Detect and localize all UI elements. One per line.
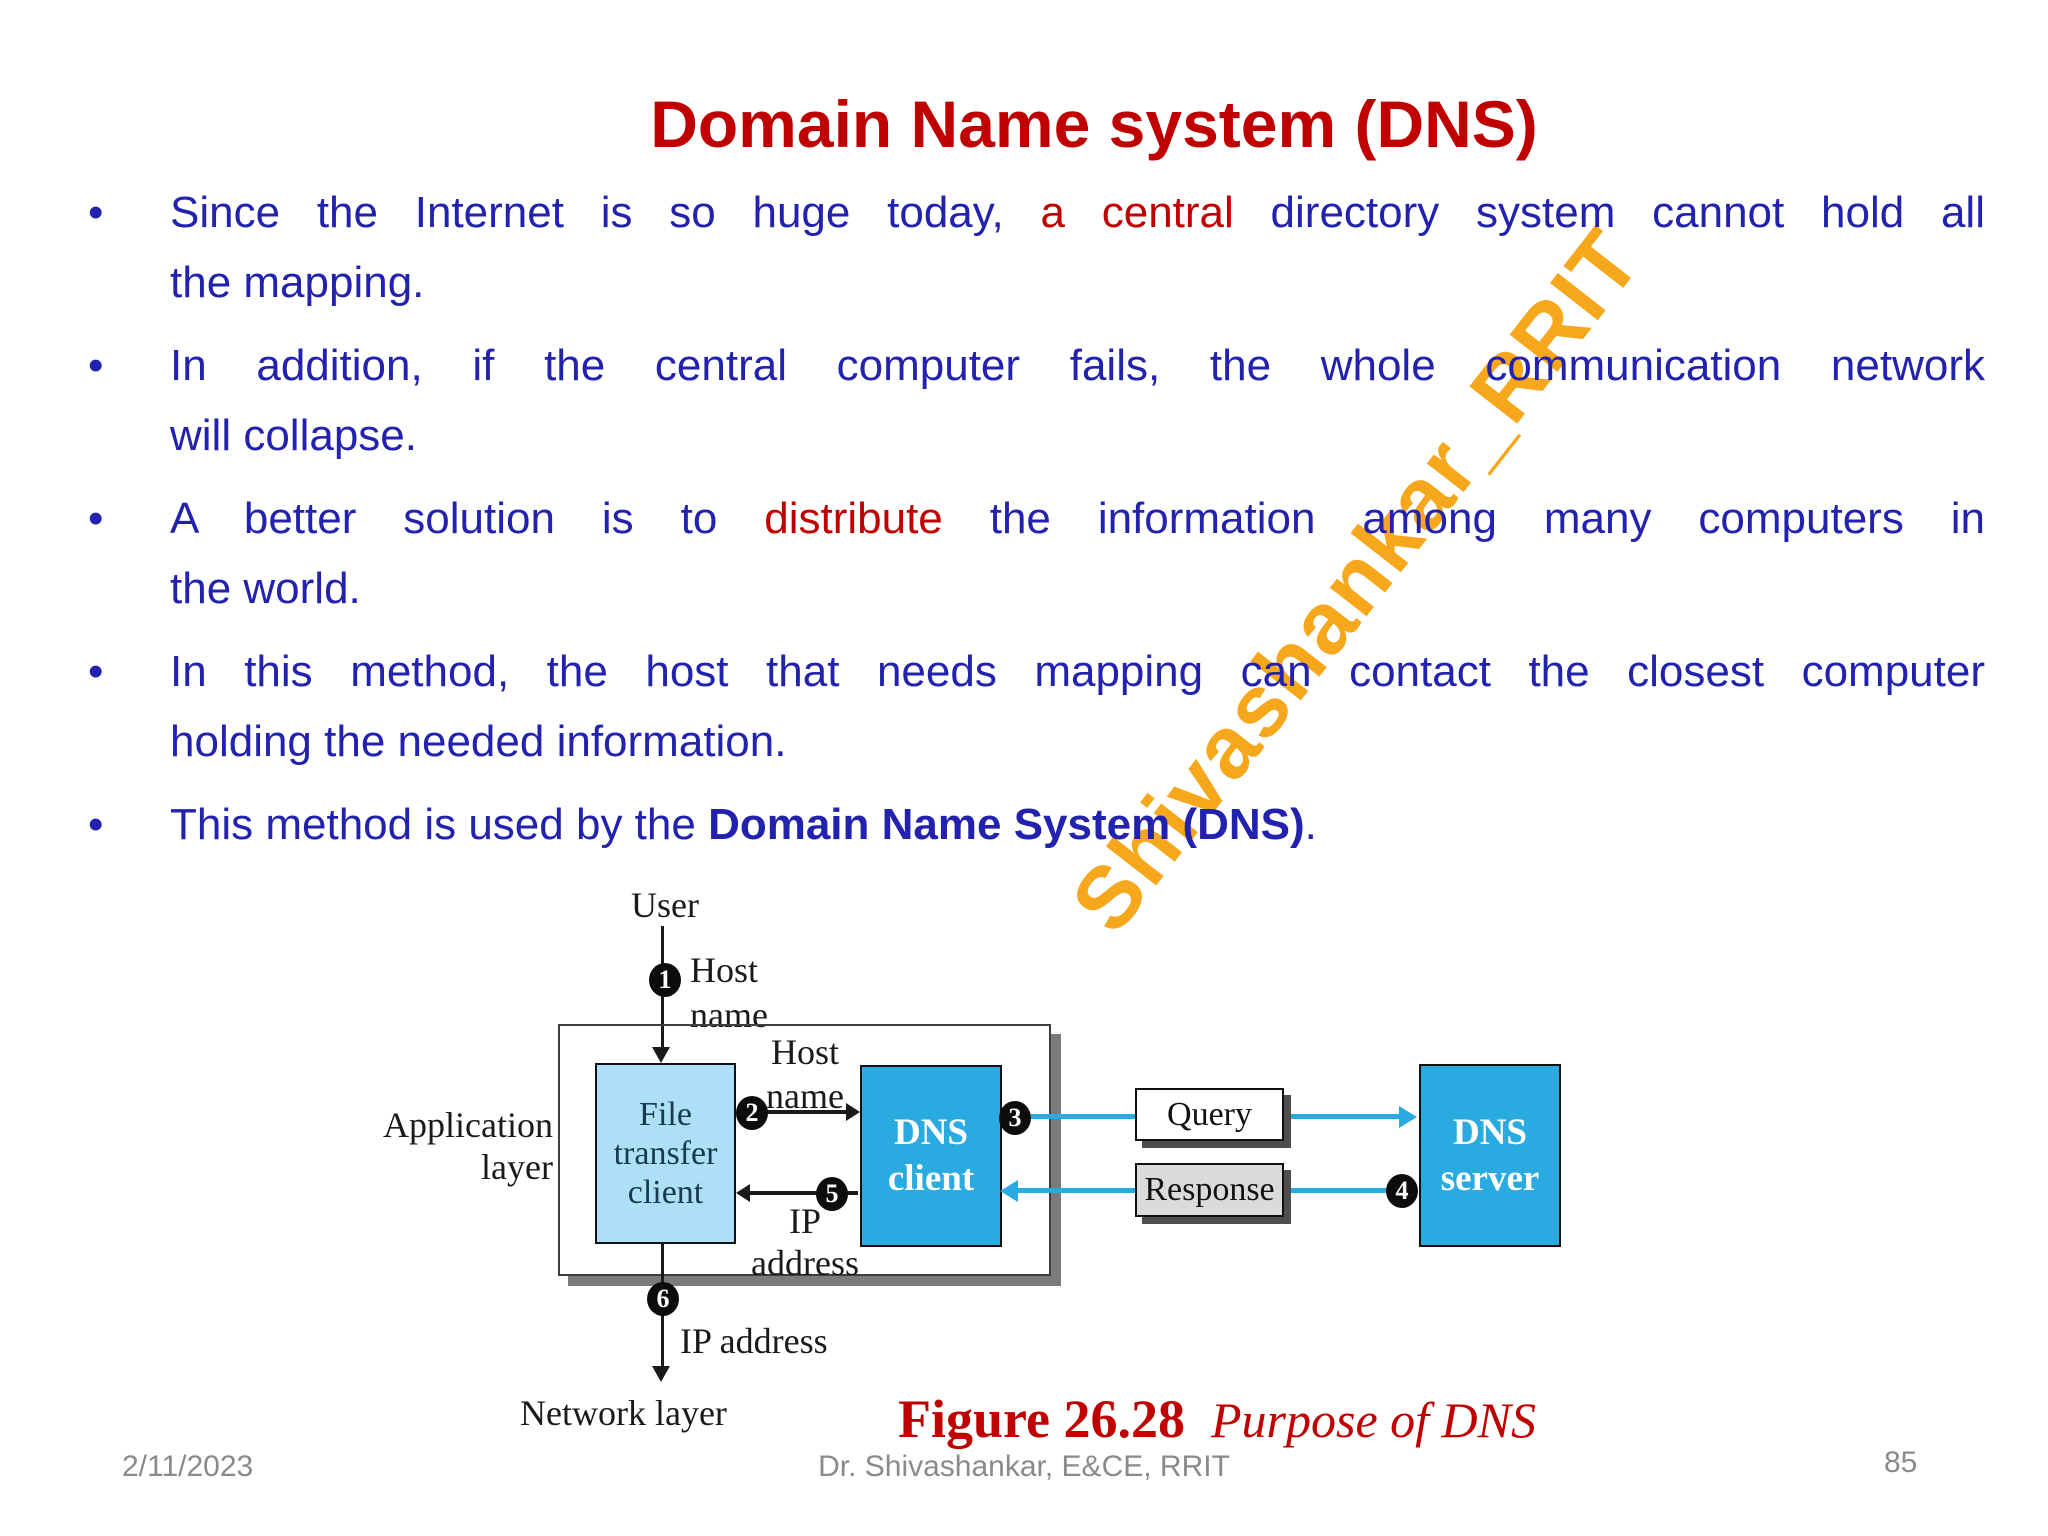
bullet-icon: • (88, 188, 104, 237)
file-transfer-client-box: File transfer client (595, 1063, 736, 1244)
bullet-icon: • (88, 341, 104, 390)
list-item: • A better solution is to distribute the… (88, 484, 1988, 624)
dns-server-box: DNS server (1419, 1064, 1561, 1247)
user-label: User (631, 885, 699, 925)
step-badge-3: 3 (999, 1101, 1031, 1135)
transfer-word: transfer (613, 1135, 718, 1172)
bullet-text: This method is used by the Domain Name S… (170, 800, 1317, 849)
application-layer-box (558, 1024, 1051, 1276)
response-label: Response (1144, 1171, 1275, 1208)
arrow-step5-line (748, 1191, 858, 1195)
application-word: Application (383, 1105, 553, 1145)
bullet-text: In addition, if the central computer fai… (170, 341, 1985, 460)
step-badge-2: 2 (736, 1096, 768, 1130)
arrowhead-down-icon (652, 1047, 670, 1063)
dns-word: DNS (893, 1112, 969, 1153)
list-item: • This method is used by the Domain Name… (88, 790, 1988, 860)
list-item: • In this method, the host that needs ma… (88, 637, 1988, 777)
ip-word: IP (788, 1201, 821, 1241)
bullet-icon: • (88, 800, 104, 849)
list-item: • In addition, if the central computer f… (88, 331, 1988, 471)
ip-address-label-step6: IP address (680, 1321, 828, 1361)
bullet-list: • Since the Internet is so huge today, a… (88, 178, 1988, 873)
footer-author: Dr. Shivashankar, E&CE, RRIT (818, 1450, 1230, 1483)
host-word: Host (690, 950, 759, 990)
arrowhead-left-icon (1000, 1180, 1018, 1202)
server-word: server (1440, 1157, 1540, 1199)
file-word: File (639, 1096, 692, 1133)
arrowhead-right-icon (846, 1103, 860, 1121)
name-word: name (690, 995, 768, 1035)
figure-number: Figure 26.28 (898, 1389, 1185, 1449)
figure-caption: Figure 26.28 Purpose of DNS (898, 1388, 1536, 1450)
step-badge-5: 5 (816, 1177, 848, 1211)
host-word: Host (770, 1032, 839, 1072)
query-label: Query (1167, 1095, 1252, 1133)
bullet-text: Since the Internet is so huge today, a c… (170, 188, 1985, 307)
client-word: client (887, 1158, 975, 1199)
arrowhead-left-icon (736, 1184, 750, 1202)
figure-title: Purpose of DNS (1210, 1392, 1536, 1448)
dns-word: DNS (1452, 1111, 1528, 1153)
footer-date: 2/11/2023 (122, 1450, 254, 1483)
ip-address-label-step5: IP address (745, 1200, 865, 1284)
application-layer-label: Application layer (380, 1104, 553, 1188)
response-box: Response (1135, 1163, 1284, 1217)
hostname-label-2: Host name (758, 1030, 852, 1118)
bullet-text: A better solution is to distribute the i… (170, 494, 1985, 613)
list-item: • Since the Internet is so huge today, a… (88, 178, 1988, 318)
arrowhead-right-icon (1399, 1106, 1417, 1128)
bullet-icon: • (88, 647, 104, 696)
step-badge-6: 6 (647, 1282, 679, 1316)
step-badge-4: 4 (1386, 1174, 1418, 1208)
layer-word: layer (481, 1147, 553, 1187)
arrow-step2-line (766, 1110, 846, 1114)
step-badge-1: 1 (649, 963, 681, 997)
name-word: name (766, 1076, 844, 1116)
page-title: Domain Name system (DNS) (650, 87, 1538, 161)
network-layer-label: Network layer (520, 1393, 727, 1433)
client-word: client (627, 1174, 704, 1211)
query-box: Query (1135, 1088, 1284, 1141)
arrowhead-down-icon (652, 1366, 670, 1382)
bullet-icon: • (88, 494, 104, 543)
page-number: 85 (1884, 1446, 1918, 1479)
dns-client-box: DNS client (860, 1065, 1002, 1247)
bullet-text: In this method, the host that needs mapp… (170, 647, 1985, 766)
hostname-label-1: Host name (690, 948, 768, 1038)
address-word: address (751, 1243, 859, 1283)
